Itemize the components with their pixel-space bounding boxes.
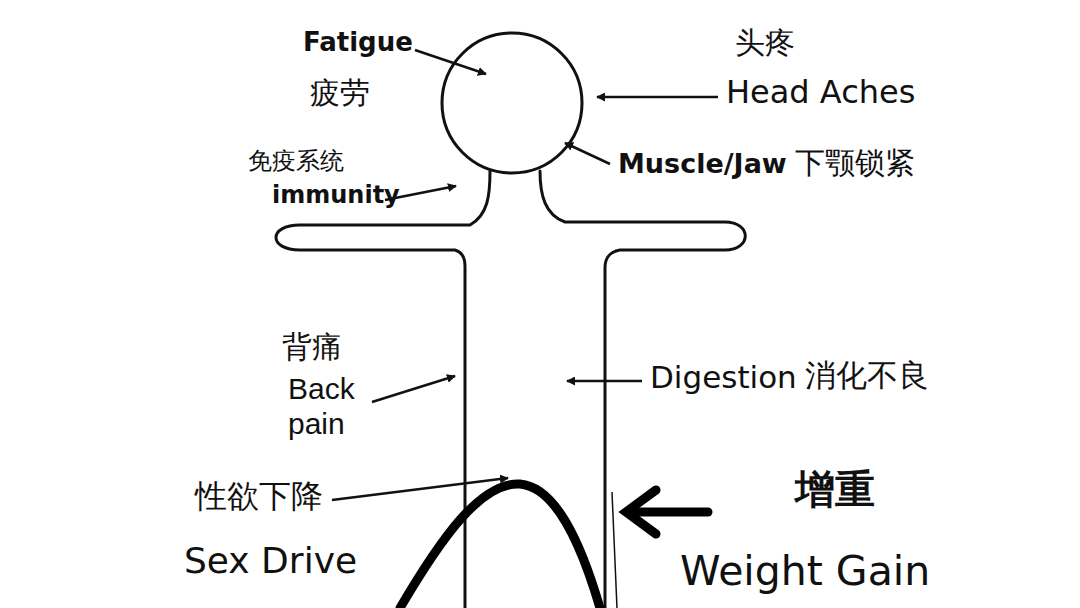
symptom-label: Head Aches [726, 74, 915, 111]
symptom-label: 增重 [795, 466, 875, 512]
symptom-label: 背痛 [282, 330, 342, 365]
symptom-label: 头疼 [735, 26, 795, 61]
symptom-label: Sex Drive [184, 540, 357, 581]
symptom-label: 免疫系统 [248, 148, 344, 176]
leg-divide [400, 484, 600, 608]
symptom-label: Back pain [288, 372, 376, 441]
jaw-leader [565, 143, 610, 164]
symptom-label: Digestion [650, 360, 797, 396]
digestion-leader [567, 380, 642, 383]
head-circle [442, 33, 582, 173]
symptom-label: Weight Gain [680, 548, 930, 595]
fatigue-leader [415, 50, 486, 74]
symptom-label: 下颚锁紧 [795, 146, 915, 181]
symptom-label: Fatigue [303, 28, 413, 58]
symptom-label: 疲劳 [310, 76, 370, 111]
sketch-line [612, 492, 617, 608]
weight-gain-arrow-head [626, 490, 656, 534]
sex-drive-leader [332, 478, 508, 500]
weight-gain-arrow-shaft [628, 508, 708, 517]
symptom-label: immunity [272, 182, 400, 210]
symptom-label: 性欲下降 [195, 478, 323, 515]
symptom-label: 消化不良 [805, 358, 929, 394]
back-pain-leader [372, 376, 455, 402]
symptom-label: Muscle/Jaw [618, 148, 787, 179]
headache-leader [597, 96, 718, 99]
